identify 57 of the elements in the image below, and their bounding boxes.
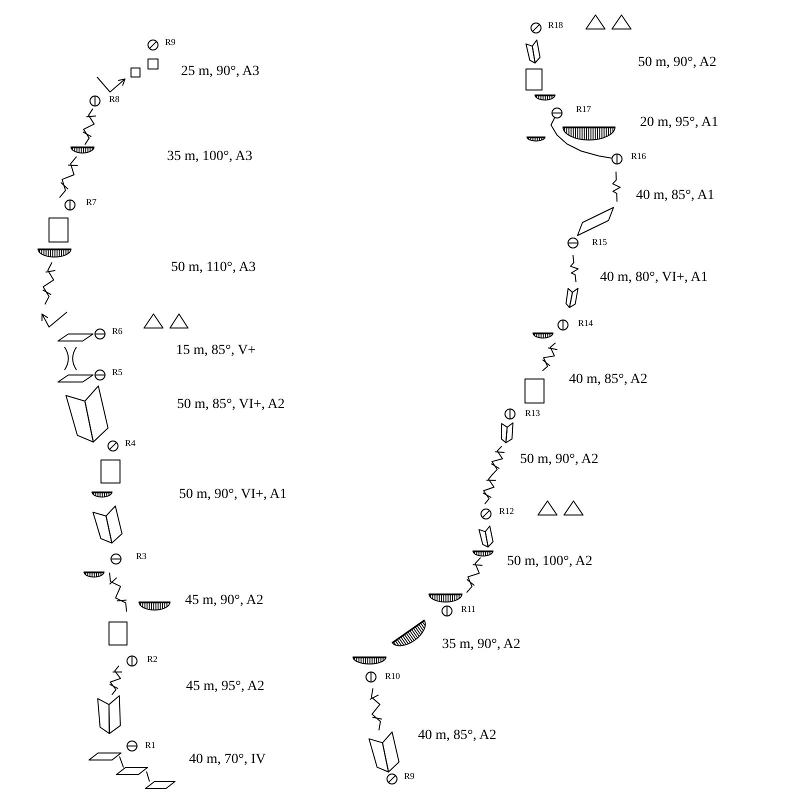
belay-circle	[94, 328, 106, 340]
belay-circle	[441, 605, 453, 617]
pitch-label: 25 m, 90°, A3	[181, 65, 260, 79]
belay-label: R4	[125, 439, 136, 448]
pitch-label: 50 m, 90°, A2	[520, 453, 598, 467]
belay-label: R8	[109, 95, 120, 104]
belay-circle	[611, 153, 623, 165]
belay-circle	[126, 740, 138, 752]
belay-label: R18	[548, 21, 564, 30]
belay-label: R5	[112, 368, 123, 377]
route-line	[550, 117, 612, 159]
belay-circle	[365, 671, 377, 683]
pitch-label: 50 m, 85°, VI+, A2	[177, 398, 285, 412]
belay-circle	[557, 319, 569, 331]
belay-label: R9	[404, 772, 415, 781]
belay-circle	[94, 369, 106, 381]
pitch-label: 40 m, 85°, A1	[636, 189, 714, 203]
belay-label: R1	[145, 741, 156, 750]
belay-circle	[480, 508, 492, 520]
pitch-label: 40 m, 70°, IV	[189, 753, 266, 767]
belay-circle	[504, 408, 516, 420]
pitch-label: 45 m, 90°, A2	[185, 594, 264, 608]
belay-label: R15	[592, 238, 608, 247]
belay-label: R12	[499, 507, 514, 516]
pitch-label: 50 m, 110°, A3	[171, 261, 256, 275]
belay-circle	[64, 199, 76, 211]
belay-circle	[107, 440, 119, 452]
belay-label: R14	[578, 319, 594, 328]
pitch-label: 40 m, 80°, VI+, A1	[600, 271, 708, 285]
belay-label: R11	[461, 605, 476, 614]
belay-label: R16	[631, 152, 646, 161]
belay-label: R17	[576, 105, 592, 114]
pitch-label: 50 m, 90°, A2	[638, 56, 716, 70]
pitch-label: 15 m, 85°, V+	[176, 344, 256, 358]
belay-label: R10	[385, 672, 400, 681]
belay-circle	[89, 95, 101, 107]
belay-label: R2	[147, 655, 158, 664]
belay-circle	[147, 39, 159, 51]
belay-label: R7	[86, 198, 97, 207]
belay-label: R9	[165, 38, 176, 47]
belay-circle	[567, 237, 579, 249]
belay-circle	[126, 655, 138, 667]
belay-circle	[386, 773, 398, 785]
belay-circle	[551, 107, 563, 119]
pitch-label: 40 m, 85°, A2	[418, 729, 496, 743]
belay-circle	[110, 553, 122, 565]
pitch-label: 35 m, 100°, A3	[167, 150, 252, 164]
belay-circle	[530, 22, 542, 34]
pitch-label: 40 m, 85°, A2	[569, 373, 648, 387]
belay-label: R3	[136, 552, 147, 561]
pitch-label: 50 m, 90°, VI+, A1	[179, 488, 287, 502]
pitch-label: 20 m, 95°, A1	[640, 116, 718, 130]
pitch-label: 50 m, 100°, A2	[507, 555, 592, 569]
belay-label: R6	[112, 327, 123, 336]
belay-label: R13	[525, 409, 540, 418]
pitch-label: 45 m, 95°, A2	[186, 680, 264, 694]
pitch-label: 35 m, 90°, A2	[442, 638, 520, 652]
